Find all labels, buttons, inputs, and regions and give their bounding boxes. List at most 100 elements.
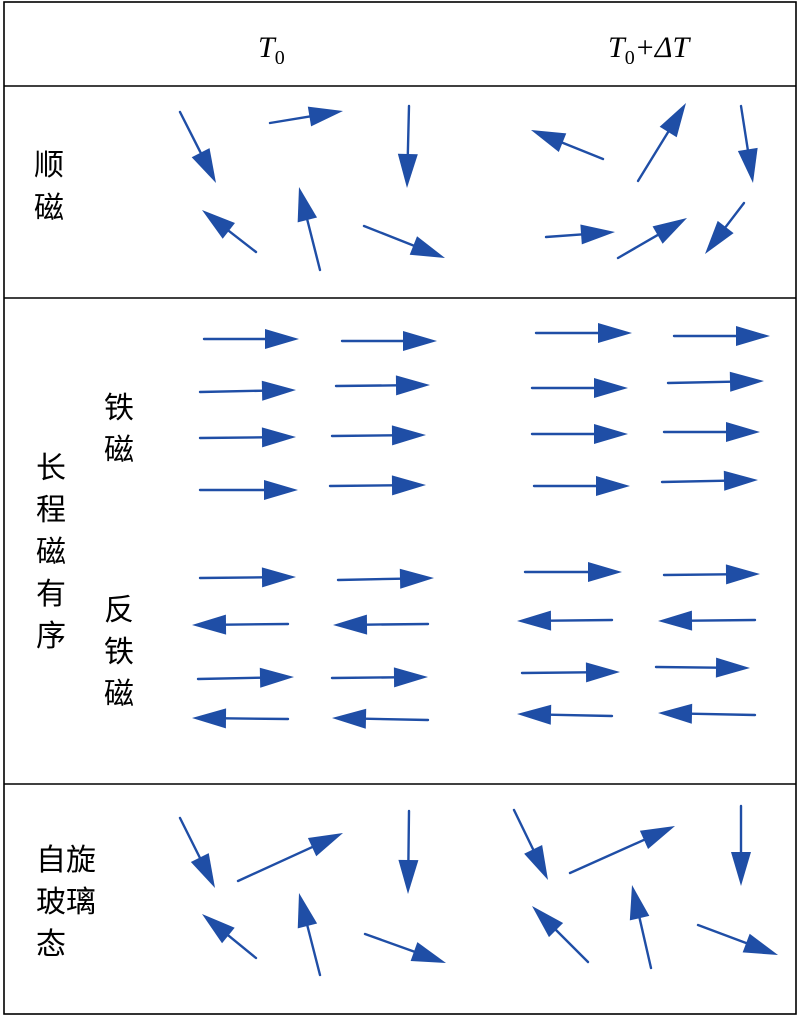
spin-arrow <box>297 187 322 272</box>
table-border <box>3 1 797 1015</box>
spin-arrow-head <box>259 667 294 688</box>
spin-arrow <box>520 662 620 683</box>
spin-arrow-head <box>517 704 552 725</box>
spin-arrow <box>198 427 296 448</box>
spin-arrow-shaft <box>196 676 264 681</box>
spin-arrow <box>330 667 428 688</box>
label-spin-glass-3: 态 <box>36 927 66 962</box>
spin-arrow-shaft <box>739 104 750 153</box>
label-paramagnetic-2: 磁 <box>34 191 64 226</box>
spin-arrow <box>398 809 419 894</box>
header-t0-plus-delta: T0+ΔT <box>608 31 692 69</box>
spin-arrow-shaft <box>568 837 647 875</box>
spin-arrow-shaft <box>654 665 720 669</box>
spin-arrow <box>198 380 296 401</box>
spin-arrow-head <box>333 614 368 635</box>
spin-arrow <box>662 422 760 442</box>
spin-arrow-head <box>524 845 548 880</box>
spin-arrow-head <box>398 859 419 894</box>
spin-arrow <box>568 826 675 875</box>
spin-arrow <box>534 323 632 343</box>
spin-arrow-head <box>397 153 418 188</box>
spin-arrow <box>202 210 258 254</box>
spin-arrow <box>530 378 628 398</box>
spin-arrow-head <box>588 562 622 582</box>
spin-arrow-head <box>264 480 298 500</box>
spin-arrow-head <box>729 371 764 392</box>
spin-arrow-shaft <box>723 201 746 230</box>
spin-arrow <box>531 130 605 161</box>
spin-arrow-shaft <box>334 384 400 388</box>
spin-arrow <box>362 224 445 258</box>
spin-arrow-shaft <box>226 228 258 254</box>
spin-arrow-shaft <box>363 622 430 626</box>
label-antiferro-2: 铁 <box>104 635 134 670</box>
spin-arrow-shaft <box>178 110 203 156</box>
spin-arrow <box>705 201 746 254</box>
spin-arrow <box>198 480 298 500</box>
spin-arrow-shaft <box>547 713 614 718</box>
spin-arrow-head <box>726 422 760 442</box>
spin-arrow-head <box>265 329 299 349</box>
spin-arrow-head <box>403 331 437 351</box>
spin-arrow-shaft <box>553 927 590 964</box>
spin-arrow <box>523 562 622 582</box>
spin-arrow-shaft <box>636 129 671 183</box>
spin-arrow-shaft <box>268 114 313 125</box>
spin-arrow-shaft <box>559 140 605 161</box>
spin-arrow-head <box>737 147 758 183</box>
spin-arrow-shaft <box>688 712 757 717</box>
spin-arrow <box>268 106 343 127</box>
spin-arrow-head <box>395 375 430 396</box>
spin-arrow-shaft <box>222 622 290 626</box>
spin-arrow <box>330 425 426 446</box>
spin-arrow <box>336 568 434 589</box>
spin-arrow <box>654 657 750 678</box>
label-long-range-2: 程 <box>36 493 66 528</box>
spin-arrow-head <box>192 614 227 635</box>
spin-arrow-shaft <box>198 389 266 394</box>
spin-arrow <box>202 329 299 349</box>
label-spin-glass-1: 自旋 <box>36 843 96 878</box>
spin-arrow-shaft <box>305 922 322 977</box>
spin-arrows <box>178 103 778 977</box>
spin-arrow <box>363 932 446 963</box>
spin-arrow-shaft <box>198 576 266 580</box>
spin-arrow <box>660 470 758 491</box>
spin-arrow <box>178 816 215 888</box>
label-spin-glass-2: 玻璃 <box>36 885 96 920</box>
spin-arrow <box>544 224 615 245</box>
spin-arrow-head <box>659 103 686 138</box>
spin-arrow <box>332 708 430 729</box>
spin-arrow-head <box>307 106 343 127</box>
spin-arrow-head <box>658 610 693 631</box>
spin-arrow-shaft <box>362 224 417 248</box>
spin-arrow-head <box>191 148 216 183</box>
spin-arrow-shaft <box>666 380 734 385</box>
spin-arrow-head <box>736 326 770 346</box>
spin-arrow-shaft <box>544 233 585 239</box>
spin-arrow <box>297 893 322 977</box>
spin-arrow-shaft <box>688 618 757 622</box>
spin-arrow-shaft <box>178 816 202 861</box>
spin-arrow <box>530 424 628 444</box>
spin-arrow-head <box>742 933 778 955</box>
spin-arrow-head <box>731 852 751 886</box>
spin-arrow-head <box>307 833 343 857</box>
spin-arrow-head <box>332 708 367 729</box>
spin-arrow <box>202 914 258 960</box>
spin-arrow <box>666 371 764 392</box>
spin-arrow <box>334 375 430 396</box>
spin-arrow-head <box>715 657 750 678</box>
spin-arrow-head <box>190 853 215 888</box>
spin-arrow <box>737 104 758 183</box>
spin-arrow-head <box>410 942 446 963</box>
spin-arrow-head <box>705 220 734 254</box>
spin-arrow <box>397 104 418 188</box>
spin-arrow-head <box>725 564 760 585</box>
spin-arrow <box>731 804 751 886</box>
spin-arrow-head <box>261 427 296 448</box>
spin-arrow <box>198 567 296 588</box>
spin-arrow-head <box>399 568 434 589</box>
spin-arrow <box>328 475 426 496</box>
